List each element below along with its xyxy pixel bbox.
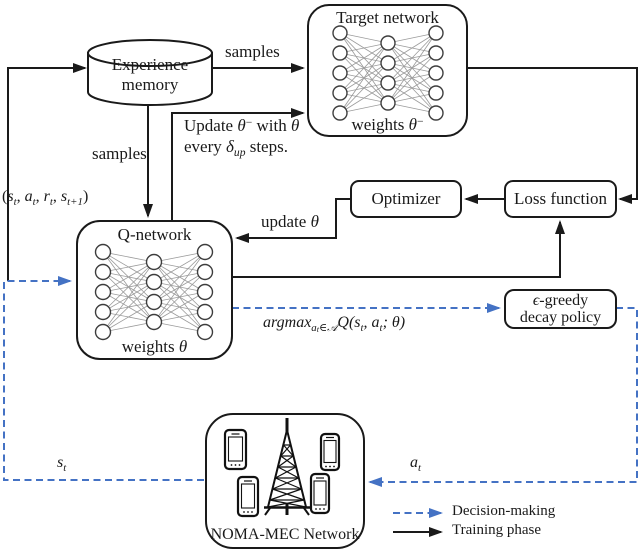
neural-network-icon [94,243,214,341]
phone-icon [223,428,248,471]
target-network-weights-label: weights θ− [351,114,424,134]
phone-icon [236,475,260,518]
q-network-weights-label: weights θ [121,337,188,356]
edge-label-update-target-line2: every δup steps. [184,137,288,160]
decision-making-wires [3,276,638,518]
optimizer-box: Optimizer [350,180,462,218]
legend-training-phase-label: Training phase [452,522,542,538]
edge-optimizer-to-qnet [235,198,350,243]
q-network-title: Q-network [117,225,192,244]
egreedy-policy-label-line1: ϵ-greedy [532,292,589,309]
q-network-box: Q-network weights θ [76,220,233,360]
target-network-title: Target network [336,8,439,27]
database-cylinder-icon [87,39,213,106]
edge-label-samples-mid: samples [92,144,147,163]
edge-state-to-qnet [3,276,204,481]
egreedy-policy-box: ϵ-greedy decay policy [504,289,617,329]
edge-label-update-theta: update θ [261,212,319,231]
edge-qnet-to-loss [232,220,565,278]
optimizer-label: Optimizer [371,189,441,208]
experience-memory-label-line2: memory [121,75,179,94]
edge-label-update-target-line1: Update θ− with θ [184,116,300,136]
edge-action-to-noma [368,307,638,487]
edge-label-transition-tuple: (st, at, rt, st+1) [2,188,89,208]
phone-icon [309,472,331,515]
training-phase-wires [7,63,638,537]
phone-icon [319,432,341,472]
egreedy-policy-label-line2: decay policy [519,309,602,326]
edge-label-argmax: argmaxat∈𝒜Q(st, at; θ) [263,314,406,335]
noma-mec-label: NOMA-MEC Network [210,526,360,543]
loss-function-box: Loss function [504,180,617,218]
edge-target-to-loss [468,67,638,204]
radio-tower-icon [264,418,310,516]
edge-label-action: at [410,454,422,474]
edge-label-state: st [57,454,67,474]
legend-decision-making-label: Decision-making [452,503,556,519]
target-network-box: Target network weights θ− [307,4,468,137]
edge-transition-to-memory [7,63,87,281]
edge-label-samples-top: samples [225,42,280,61]
experience-memory-label-line1: Experience [111,55,189,74]
edge-qnet-update-target [171,108,305,221]
noma-mec-scene [223,418,341,518]
loss-function-label: Loss function [513,189,608,208]
noma-mec-box: NOMA-MEC Network [205,413,365,549]
neural-network-icon [332,25,444,121]
